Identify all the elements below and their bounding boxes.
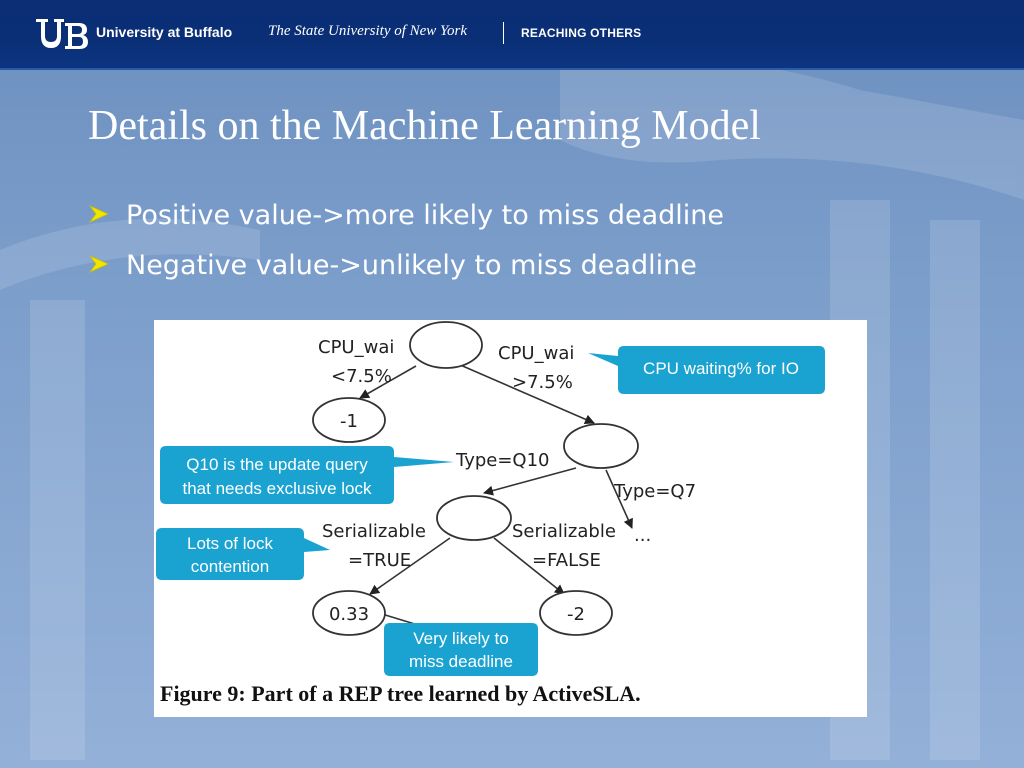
- edge-q10: [483, 467, 577, 496]
- leaf-node-true: [312, 590, 386, 636]
- serializable-false-label: Serializable: [512, 521, 616, 542]
- callout-miss-deadline: Very likely to miss deadline: [384, 623, 538, 676]
- header-tagline: REACHING OTHERS: [521, 26, 642, 40]
- callout-lock-line1: Lots of lock: [187, 534, 273, 553]
- serializable-node: [436, 495, 512, 541]
- university-name: University at Buffalo: [96, 24, 233, 40]
- edge-root-left: [359, 365, 417, 399]
- cpu-wait-right-label: CPU_wai: [498, 343, 574, 364]
- ellipsis-label: ...: [634, 525, 651, 546]
- figure-caption: Figure 9: Part of a REP tree learned by …: [160, 681, 641, 706]
- cpu-wait-left-condition: <7.5%: [331, 366, 392, 387]
- serializable-true-condition: =TRUE: [348, 550, 411, 571]
- serializable-false-condition: =FALSE: [532, 550, 601, 571]
- header-bar: University at Buffalo The State Universi…: [0, 0, 1024, 70]
- type-node: [563, 423, 639, 469]
- callout-deadline-line1: Very likely to: [413, 629, 508, 648]
- edge-root-right: [457, 363, 595, 425]
- edge-serializable-true: [369, 537, 451, 595]
- edge-serializable-false: [493, 537, 565, 595]
- arrow-bullet-icon: [88, 255, 109, 273]
- type-q7-label: Type=Q7: [613, 481, 696, 502]
- leaf-node-false: [539, 590, 613, 636]
- header-divider: [503, 22, 504, 44]
- callout-lock-contention: Lots of lock contention: [156, 528, 330, 580]
- callout-cpu-io: CPU waiting% for IO: [588, 346, 825, 394]
- cpu-wait-left-label: CPU_wai: [318, 337, 394, 358]
- slide-title: Details on the Machine Learning Model: [88, 103, 761, 149]
- root-node: [409, 321, 483, 369]
- ub-logo-icon: [36, 19, 88, 49]
- cpu-wait-right-condition: >7.5%: [512, 372, 573, 393]
- leaf-true-value: 0.33: [329, 604, 369, 625]
- tree-figure: -1 0.33 -2 ... CPU_wai <7.5% CPU_wai >7.…: [154, 320, 867, 717]
- leaf-false-value: -2: [567, 604, 585, 625]
- callout-q10-line2: that needs exclusive lock: [183, 479, 372, 498]
- callout-deadline-line2: miss deadline: [409, 652, 513, 671]
- tree-diagram: -1 0.33 -2 ... CPU_wai <7.5% CPU_wai >7.…: [156, 321, 825, 706]
- bullet-text: Negative value->unlikely to miss deadlin…: [126, 250, 697, 281]
- callout-q10: Q10 is the update query that needs exclu…: [160, 446, 454, 504]
- university-subtitle: The State University of New York: [268, 23, 468, 39]
- edge-q7: [605, 469, 633, 529]
- callout-cpu-io-text: CPU waiting% for IO: [643, 359, 799, 378]
- callout-lock-line2: contention: [191, 557, 269, 576]
- arrow-bullet-icon: [88, 205, 109, 223]
- bullet-text: Positive value->more likely to miss dead…: [126, 200, 725, 231]
- serializable-true-label: Serializable: [322, 521, 426, 542]
- callout-q10-line1: Q10 is the update query: [186, 455, 368, 474]
- type-q10-label: Type=Q10: [455, 450, 550, 471]
- leaf-left-value: -1: [340, 411, 358, 432]
- leaf-node-left: [312, 397, 386, 443]
